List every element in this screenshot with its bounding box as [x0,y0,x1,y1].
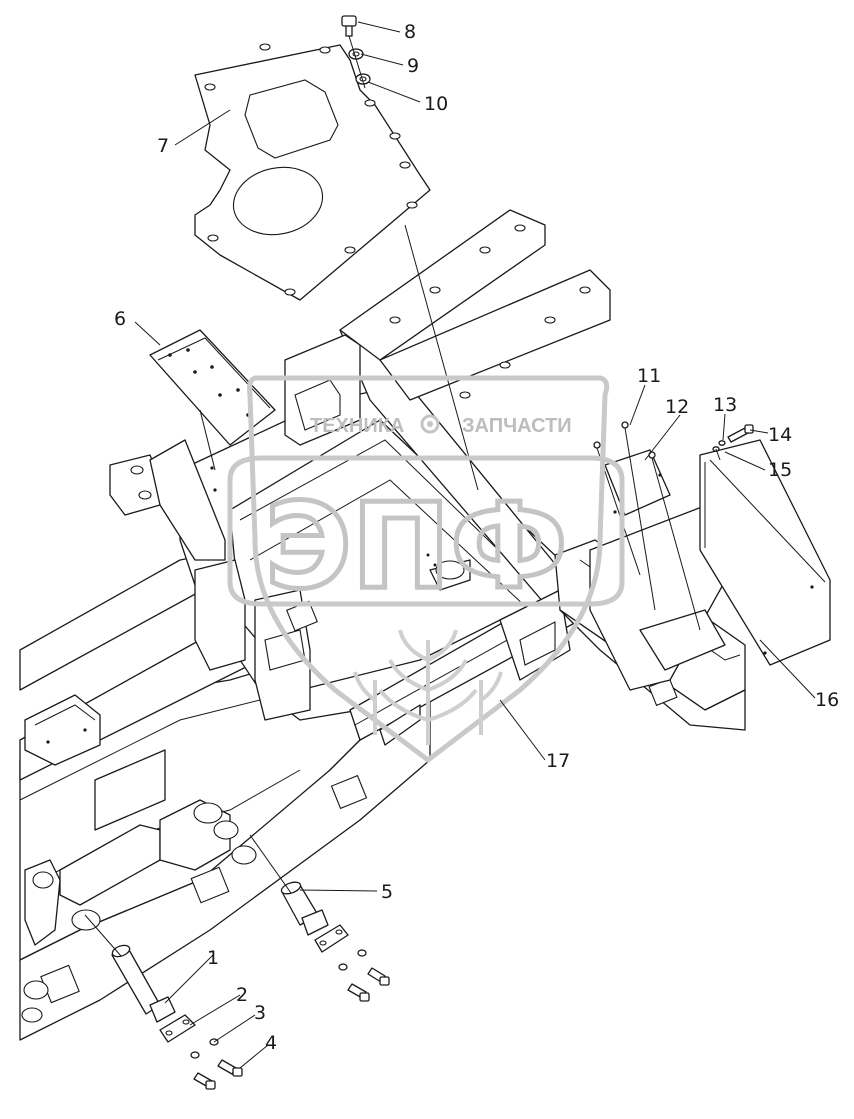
callout-2: 2 [236,984,248,1006]
watermark-text-left: ТЕХНИКА [310,415,404,437]
plate-7 [194,43,431,301]
wheat-ear-icon [353,629,503,745]
callout-14: 14 [768,424,792,446]
bolts-4 [193,1059,243,1090]
fastener-bolt-14 [727,424,754,443]
callout-12: 12 [665,396,689,418]
callout-leaders [134,21,816,1069]
callout-3: 3 [254,1002,266,1024]
fastener-washer-10 [355,73,371,85]
callout-7: 7 [157,135,169,157]
callout-6: 6 [114,308,126,330]
callout-15: 15 [768,459,792,481]
cover-plate-16 [699,439,831,666]
pin-5 [280,881,329,936]
callout-10: 10 [424,93,448,115]
callout-16: 16 [815,689,839,711]
plate-slots [389,224,591,399]
pin-1 [111,944,176,1023]
link-plate-5 [314,924,349,953]
fastener-washer-9 [348,48,364,60]
callout-4: 4 [265,1032,277,1054]
callout-11: 11 [637,365,661,387]
left-bracket [109,439,226,561]
callout-labels: 8 9 10 7 6 11 12 13 14 15 16 17 5 1 2 3 … [114,21,839,1054]
fastener-bolt-8 [341,15,357,37]
fastener-washers-13-15 [712,440,726,452]
watermark-logo: ТЕХНИКА ЗАПЧАСТИ ЭПФ [227,375,625,764]
callout-8: 8 [404,21,416,43]
callout-13: 13 [713,394,737,416]
callout-1: 1 [207,947,219,969]
plate-6 [149,329,276,446]
watermark-text-right: ЗАПЧАСТИ [462,415,572,437]
callout-5: 5 [381,881,393,903]
right-bracket-plate [589,449,746,691]
watermark-logo-letters: ЭПФ [265,477,567,615]
callout-17: 17 [546,750,570,772]
gear-icon [420,414,440,434]
callout-9: 9 [407,55,419,77]
pivot-brackets [24,749,239,946]
bolts-5 [338,949,390,1002]
link-plate-2 [159,1014,196,1043]
